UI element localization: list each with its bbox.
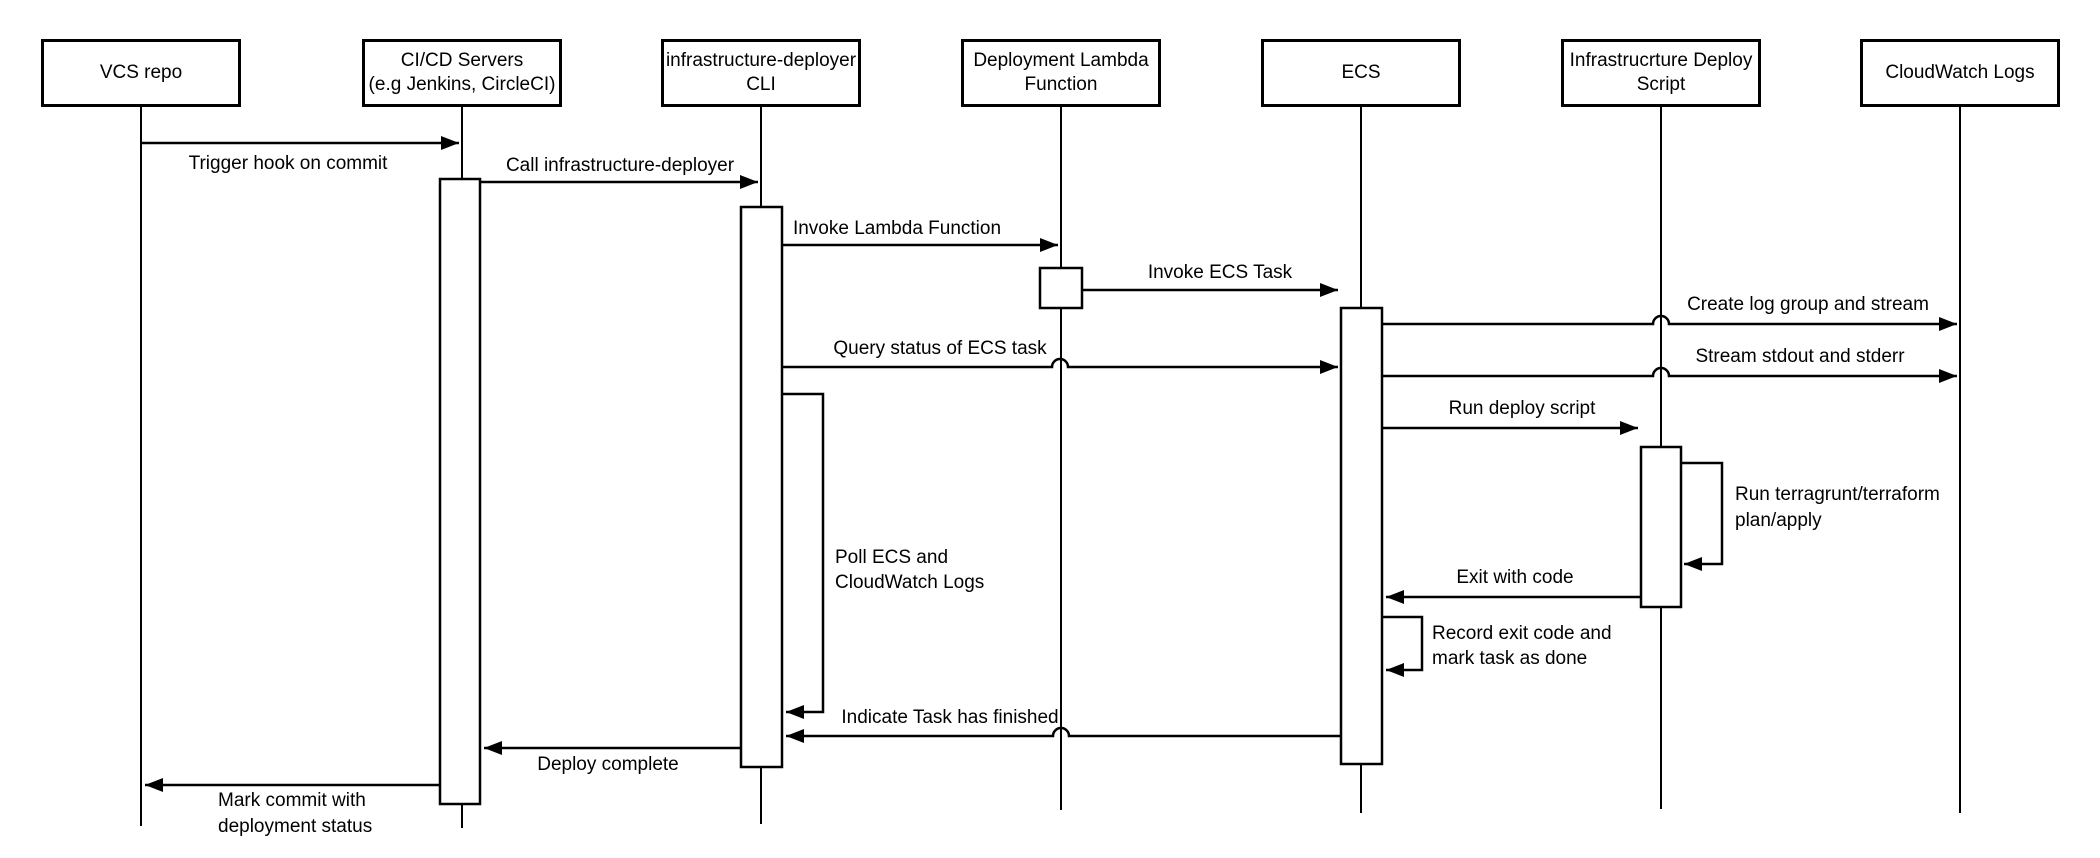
actor-cloudwatch-logs: CloudWatch Logs [1860,39,2060,107]
message-label-mark-commit: Mark commit with deployment status [218,790,373,837]
message-label-query-status: Query status of ECS task [833,338,1047,359]
arrow-record-exit-code-self-loop [1382,615,1424,677]
message-label-trigger-hook: Trigger hook on commit [188,153,388,174]
message-label-run-deploy-script: Run deploy script [1448,398,1596,419]
actor-vcs-repo: VCS repo [41,39,241,107]
activation-ecs [1339,306,1384,766]
message-label-create-log-group: Create log group and stream [1687,294,1929,315]
activation-bars [438,177,1683,806]
arrow-create-log-group [1382,314,1957,331]
message-label-record-exit-code: Record exit code and mark task as done [1432,623,1612,669]
activation-infrastructure-deployer-cli [739,205,784,769]
actor-infrastructure-deployer-cli: infrastructure-deployer CLI [661,39,861,107]
message-arrows [141,136,1957,792]
actor-ecs: ECS [1261,39,1461,107]
actor-infrastructure-deploy-script: Infrastrucrture Deploy Script [1561,39,1761,107]
message-label-stream-stdout: Stream stdout and stderr [1695,346,1905,367]
message-label-poll-ecs: Poll ECS and CloudWatch Logs [835,547,985,593]
activation-cicd-servers [438,177,482,806]
arrow-stream-stdout [1382,366,1957,383]
message-label-exit-with-code: Exit with code [1456,567,1574,588]
arrow-run-terragrunt-self-loop [1681,461,1724,571]
message-label-indicate-finished: Indicate Task has finished [841,707,1059,728]
message-label-run-terragrunt: Run terragrunt/terraform plan/apply [1735,484,1940,531]
actor-cicd-servers: CI/CD Servers (e.g Jenkins, CircleCI) [362,39,562,107]
message-label-invoke-ecs-task: Invoke ECS Task [1147,262,1293,283]
message-label-invoke-lambda: Invoke Lambda Function [792,218,1002,239]
actor-deployment-lambda-function: Deployment Lambda Function [961,39,1161,107]
arrow-query-status [782,357,1338,374]
message-label-call-infrastructure-deployer: Call infrastructure-deployer [505,155,735,176]
activation-infrastructure-deploy-script [1639,445,1683,609]
arrow-poll-ecs-bracket [782,392,825,719]
arrow-indicate-finished [786,726,1341,743]
message-label-deploy-complete: Deploy complete [537,754,679,775]
activation-deployment-lambda-function [1038,266,1084,310]
